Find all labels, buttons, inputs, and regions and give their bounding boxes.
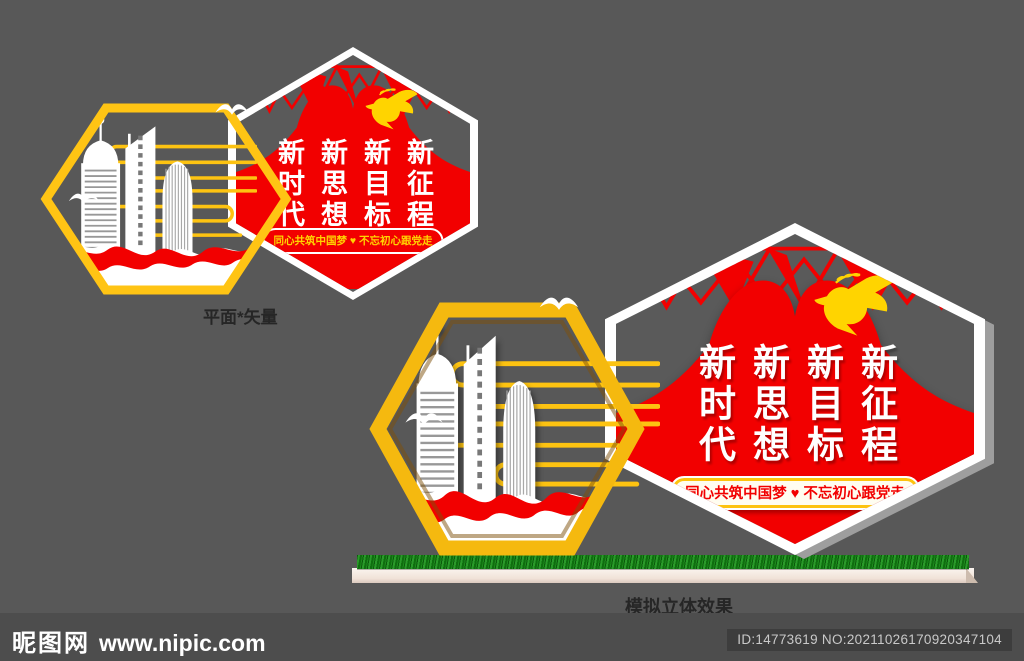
- slogan-column-3: 新目标: [801, 342, 843, 466]
- threed-yellow-frame: [369, 302, 645, 556]
- threed-version-label: 模拟立体效果: [625, 597, 733, 617]
- seagull-icon: [539, 297, 579, 310]
- image-id-badge: ID:14773619 NO:20211026170920347104: [727, 629, 1012, 651]
- seagull-icon: [215, 104, 249, 115]
- grass-strip: [357, 555, 969, 569]
- threed-red-hexagon: 新时代 新思想 新目标 新征程 同心共筑中国梦 ♥ 不忘初心跟党走: [605, 223, 985, 555]
- slogan-column-4: 新征程: [403, 137, 433, 231]
- flat-version-label: 平面*矢量: [203, 308, 278, 327]
- slogan-columns: 新时代 新思想 新目标 新征程: [693, 342, 897, 466]
- slogan-column-2: 新思想: [747, 342, 789, 466]
- slogan-columns: 新时代 新思想 新目标 新征程: [274, 137, 433, 231]
- slogan-column-3: 新目标: [360, 137, 390, 231]
- flat-yellow-frame: [40, 103, 292, 295]
- site-name: 昵图网: [12, 630, 90, 657]
- dove-icon: [365, 87, 419, 131]
- slogan-column-4: 新征程: [855, 342, 897, 466]
- banner-pill: 同心共筑中国梦 ♥ 不忘初心跟党走: [262, 228, 444, 254]
- dove-icon: [813, 271, 896, 337]
- site-url: www.nipic.com: [99, 630, 266, 656]
- slogan-column-2: 新思想: [317, 137, 347, 231]
- banner-pill: 同心共筑中国梦 ♥ 不忘初心跟党走: [670, 475, 920, 510]
- marble-plinth: [352, 568, 974, 583]
- site-logo: 昵图网 www.nipic.com: [12, 623, 266, 658]
- slogan-column-1: 新时代: [693, 342, 735, 466]
